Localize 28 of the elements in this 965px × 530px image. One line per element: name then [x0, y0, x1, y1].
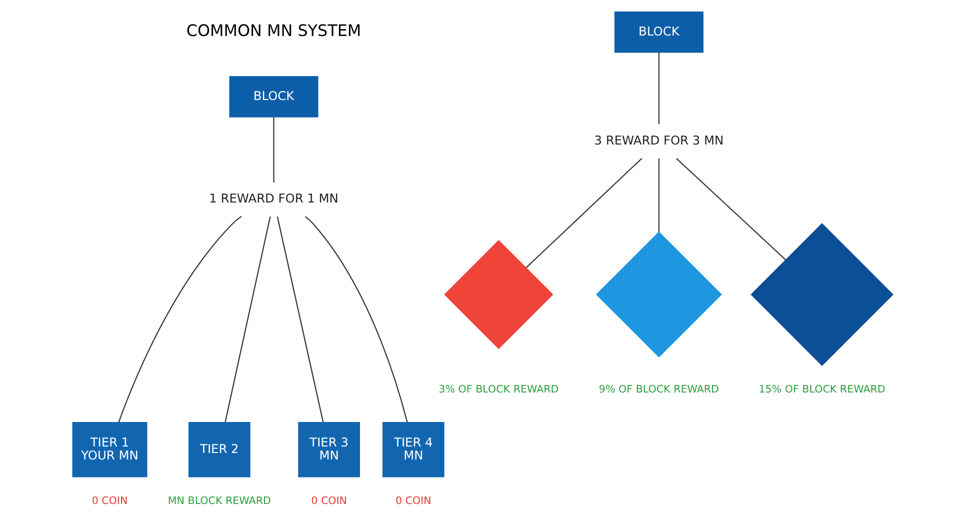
node-box: BLOCK: [228, 76, 318, 118]
connector: [525, 158, 642, 268]
node-label: 0 COIN: [310, 494, 346, 507]
connector: [224, 216, 270, 422]
node-text: 1 REWARD FOR 1 MN: [208, 192, 338, 206]
connector: [658, 52, 660, 124]
node-box: TIER 2: [188, 422, 250, 478]
node-label: 0 COIN: [91, 494, 128, 507]
node-box: TIER 1 YOUR MN: [72, 422, 147, 478]
node-box: TIER 4 MN: [382, 422, 444, 478]
node-label: 3% OF BLOCK REWARD: [438, 383, 558, 396]
node-label: MN BLOCK REWARD: [167, 494, 270, 507]
node-label: 15% OF BLOCK REWARD: [758, 383, 885, 396]
connector: [272, 117, 274, 182]
node-box: BLOCK: [614, 12, 703, 53]
node-diamond: [595, 232, 722, 358]
connector: [658, 158, 660, 232]
connector: [304, 216, 408, 422]
node-text: 3 REWARD FOR 3 MN: [594, 133, 724, 148]
node-diamond: [444, 240, 553, 350]
node-label: 9% OF BLOCK REWARD: [598, 383, 718, 396]
connector: [276, 216, 324, 422]
connector: [676, 158, 786, 260]
node-box: TIER 3 MN: [298, 422, 360, 478]
label: COMMON MN SYSTEM: [186, 20, 361, 40]
node-diamond: [750, 223, 893, 366]
node-label: 0 COIN: [394, 494, 431, 507]
connector: [118, 216, 242, 422]
